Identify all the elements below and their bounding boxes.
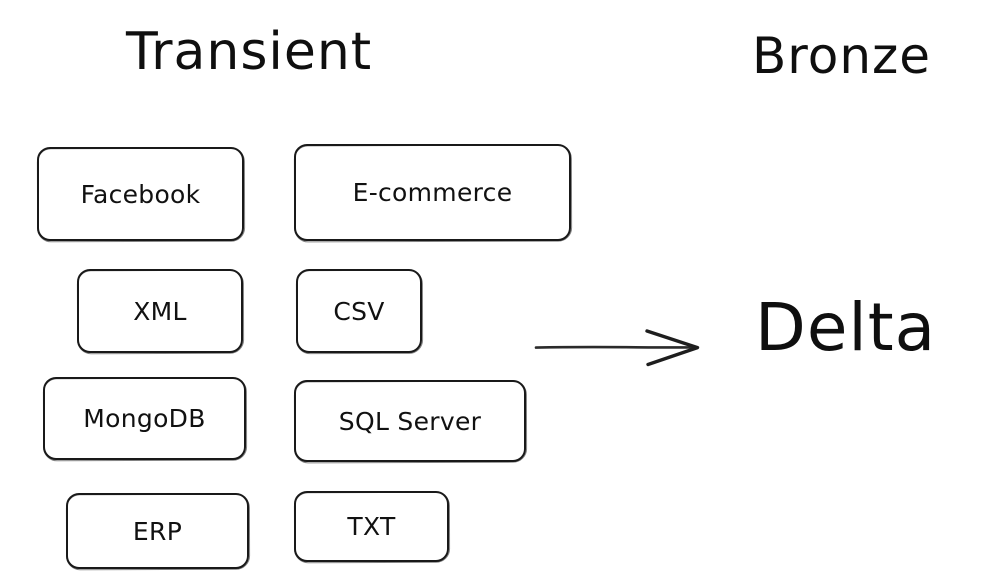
- arrow-right-icon: [530, 322, 710, 374]
- source-box-label: ERP: [132, 516, 183, 546]
- source-box-label: MongoDB: [83, 404, 206, 433]
- stage-heading-transient: Transient: [126, 22, 373, 82]
- source-box-erp[interactable]: ERP: [66, 493, 249, 569]
- source-box-facebook[interactable]: Facebook: [37, 147, 244, 241]
- source-box-label: TXT: [347, 512, 396, 541]
- source-box-sql-server[interactable]: SQL Server: [294, 380, 526, 462]
- arrow-right-glyph: [534, 329, 700, 367]
- source-box-mongodb[interactable]: MongoDB: [43, 377, 246, 460]
- stage-heading-bronze: Bronze: [752, 27, 932, 85]
- target-label-delta: Delta: [755, 289, 937, 366]
- source-box-label: XML: [133, 296, 187, 326]
- source-box-ecommerce[interactable]: E-commerce: [294, 144, 571, 241]
- source-box-txt[interactable]: TXT: [294, 491, 449, 562]
- source-box-xml[interactable]: XML: [77, 269, 243, 353]
- source-box-csv[interactable]: CSV: [296, 269, 422, 353]
- source-box-label: CSV: [333, 296, 385, 326]
- source-box-label: Facebook: [80, 179, 201, 209]
- source-box-label: SQL Server: [338, 406, 482, 436]
- source-box-label: E-commerce: [352, 178, 513, 207]
